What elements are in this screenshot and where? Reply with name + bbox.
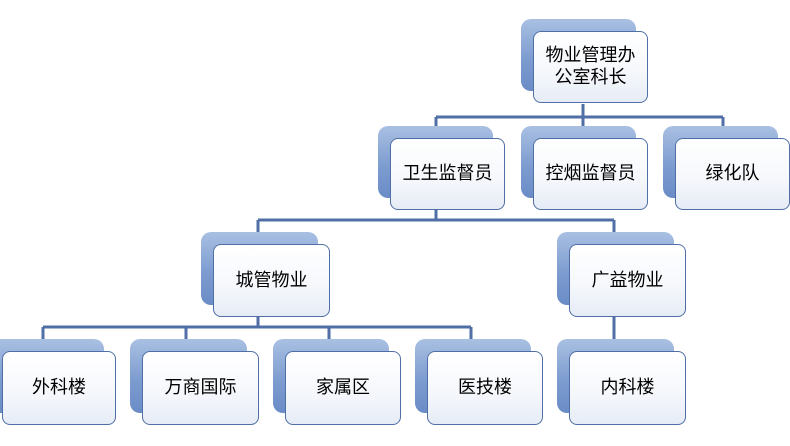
node-box: 城管物业 [213,244,330,317]
node-city-property-label: 城管物业 [235,269,308,291]
node-box: 广益物业 [569,244,686,317]
node-guangyi-property: 广益物业 [557,232,686,317]
node-guangyi-property-label: 广益物业 [591,269,664,291]
node-city-property: 城管物业 [201,232,330,317]
node-family-area: 家属区 [273,339,401,425]
node-medtech-building-label: 医技楼 [458,377,512,398]
node-smoking-supervisor-label: 控烟监督员 [545,163,636,184]
node-surgery-building: 外科楼 [0,339,116,425]
node-health-supervisor-label: 卫生监督员 [402,163,493,184]
node-smoking-supervisor: 控烟监督员 [521,126,648,210]
node-root-label: 物业管理办公室科长 [545,45,636,88]
node-health-supervisor: 卫生监督员 [378,126,505,210]
node-box: 医技楼 [427,351,543,425]
node-box: 万商国际 [142,351,259,425]
node-internal-medicine-building: 内科楼 [557,339,686,425]
node-greening-team-label: 绿化队 [705,163,760,184]
node-box: 控烟监督员 [533,138,648,210]
node-internal-medicine-building-label: 内科楼 [600,377,655,398]
node-box: 卫生监督员 [390,138,505,210]
connector-health-supervisor-to-level3 [256,208,616,259]
node-wanshang-international-label: 万商国际 [164,377,237,398]
node-root: 物业管理办公室科长 [521,19,648,103]
node-box: 绿化队 [675,138,790,210]
node-box: 家属区 [285,351,401,425]
node-family-area-label: 家属区 [316,377,370,398]
node-box: 内科楼 [569,351,686,425]
node-surgery-building-label: 外科楼 [32,377,86,398]
node-box: 外科楼 [2,351,116,425]
node-medtech-building: 医技楼 [415,339,543,425]
node-wanshang-international: 万商国际 [130,339,259,425]
node-box: 物业管理办公室科长 [533,31,648,103]
node-greening-team: 绿化队 [663,126,790,210]
